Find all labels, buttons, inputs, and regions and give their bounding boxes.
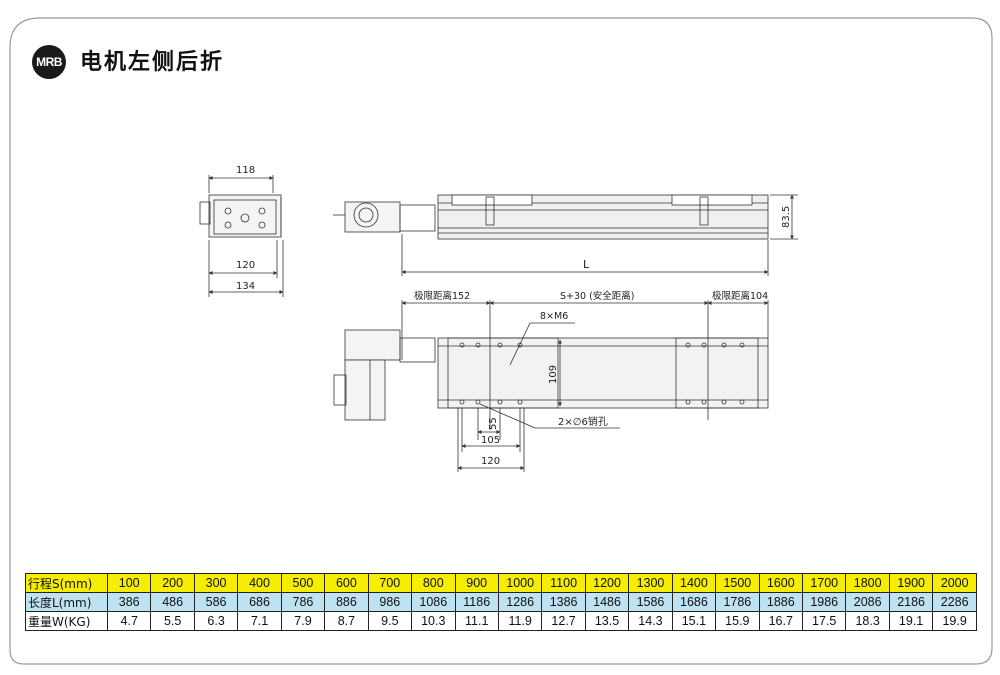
length-cell: 2286 — [932, 592, 977, 612]
weight-label: 重量W(KG) — [25, 611, 108, 631]
weight-cell: 7.1 — [237, 611, 282, 631]
length-cell: 486 — [150, 592, 195, 612]
weight-cell: 19.1 — [888, 611, 934, 631]
dim-counterbore: 2×∅6销孔 — [558, 415, 608, 428]
length-cell: 586 — [193, 592, 239, 612]
end-view — [199, 175, 284, 297]
weight-cell: 11.1 — [454, 611, 499, 631]
weight-cell: 6.3 — [193, 611, 239, 631]
weight-cell: 12.7 — [541, 611, 586, 631]
length-cell: 1386 — [541, 592, 586, 612]
dim-limit-left: 极限距离152 — [414, 290, 470, 302]
stroke-cell: 800 — [411, 573, 456, 593]
weight-cell: 8.7 — [324, 611, 369, 631]
dim-134: 134 — [236, 281, 255, 292]
stroke-cell: 900 — [454, 573, 499, 593]
length-label: 长度L(mm) — [25, 592, 108, 612]
top-view — [333, 300, 769, 472]
dim-safe-distance: S+30 (安全距离) — [560, 290, 635, 302]
stroke-label: 行程S(mm) — [25, 573, 108, 593]
stroke-cell: 500 — [280, 573, 326, 593]
weight-cell: 10.3 — [411, 611, 456, 631]
weight-cell: 7.9 — [280, 611, 326, 631]
stroke-cell: 1400 — [671, 573, 717, 593]
length-cell: 2086 — [845, 592, 890, 612]
length-cell: 1486 — [584, 592, 630, 612]
mrb-badge: MRB — [32, 45, 66, 79]
weight-cell: 4.7 — [106, 611, 152, 631]
dim-118: 118 — [236, 165, 255, 176]
length-cell: 686 — [237, 592, 282, 612]
length-cell: 1186 — [454, 592, 499, 612]
length-cell: 386 — [106, 592, 152, 612]
stroke-cell: 1300 — [628, 573, 673, 593]
stroke-cell: 600 — [324, 573, 369, 593]
weight-cell: 17.5 — [801, 611, 847, 631]
stroke-cell: 1900 — [888, 573, 934, 593]
length-cell: 2186 — [888, 592, 934, 612]
dim-120-side: 120 — [236, 260, 255, 271]
length-cell: 986 — [367, 592, 413, 612]
length-cell: 886 — [324, 592, 369, 612]
dim-thread-holes: 8×M6 — [540, 311, 568, 322]
weight-cell: 19.9 — [932, 611, 977, 631]
length-cell: 1286 — [497, 592, 543, 612]
technical-drawing: 118 120 134 83.5 L — [199, 165, 798, 472]
length-cell: 1786 — [715, 592, 760, 612]
stroke-cell: 100 — [106, 573, 152, 593]
weight-cell: 14.3 — [628, 611, 673, 631]
stroke-cell: 400 — [237, 573, 282, 593]
stroke-cell: 1000 — [497, 573, 543, 593]
dim-109: 109 — [548, 365, 559, 384]
length-cell: 1886 — [758, 592, 804, 612]
weight-cell: 16.7 — [758, 611, 804, 631]
stroke-cell: 1700 — [801, 573, 847, 593]
stroke-cell: 2000 — [932, 573, 977, 593]
stroke-cell: 200 — [150, 573, 195, 593]
stroke-cell: 1100 — [541, 573, 586, 593]
weight-cell: 18.3 — [845, 611, 890, 631]
weight-cell: 11.9 — [497, 611, 543, 631]
length-cell: 1686 — [671, 592, 717, 612]
dim-105: 105 — [481, 435, 500, 446]
weight-cell: 13.5 — [584, 611, 630, 631]
dim-55: 55 — [488, 417, 499, 430]
weight-cell: 15.9 — [715, 611, 760, 631]
stroke-cell: 700 — [367, 573, 413, 593]
dim-120-top: 120 — [481, 456, 500, 467]
length-cell: 1586 — [628, 592, 673, 612]
weight-cell: 9.5 — [367, 611, 413, 631]
dim-83-5: 83.5 — [781, 206, 792, 228]
dim-limit-right: 极限距离104 — [712, 290, 768, 302]
stroke-cell: 1600 — [758, 573, 804, 593]
length-cell: 1086 — [411, 592, 456, 612]
dim-L: L — [583, 258, 590, 271]
stroke-cell: 1500 — [715, 573, 760, 593]
length-cell: 786 — [280, 592, 326, 612]
stroke-cell: 1800 — [845, 573, 890, 593]
weight-cell: 15.1 — [671, 611, 717, 631]
length-cell: 1986 — [801, 592, 847, 612]
stroke-cell: 300 — [193, 573, 239, 593]
front-view — [333, 194, 798, 276]
stroke-cell: 1200 — [584, 573, 630, 593]
weight-cell: 5.5 — [150, 611, 195, 631]
page-title: 电机左侧后折 — [80, 50, 225, 75]
